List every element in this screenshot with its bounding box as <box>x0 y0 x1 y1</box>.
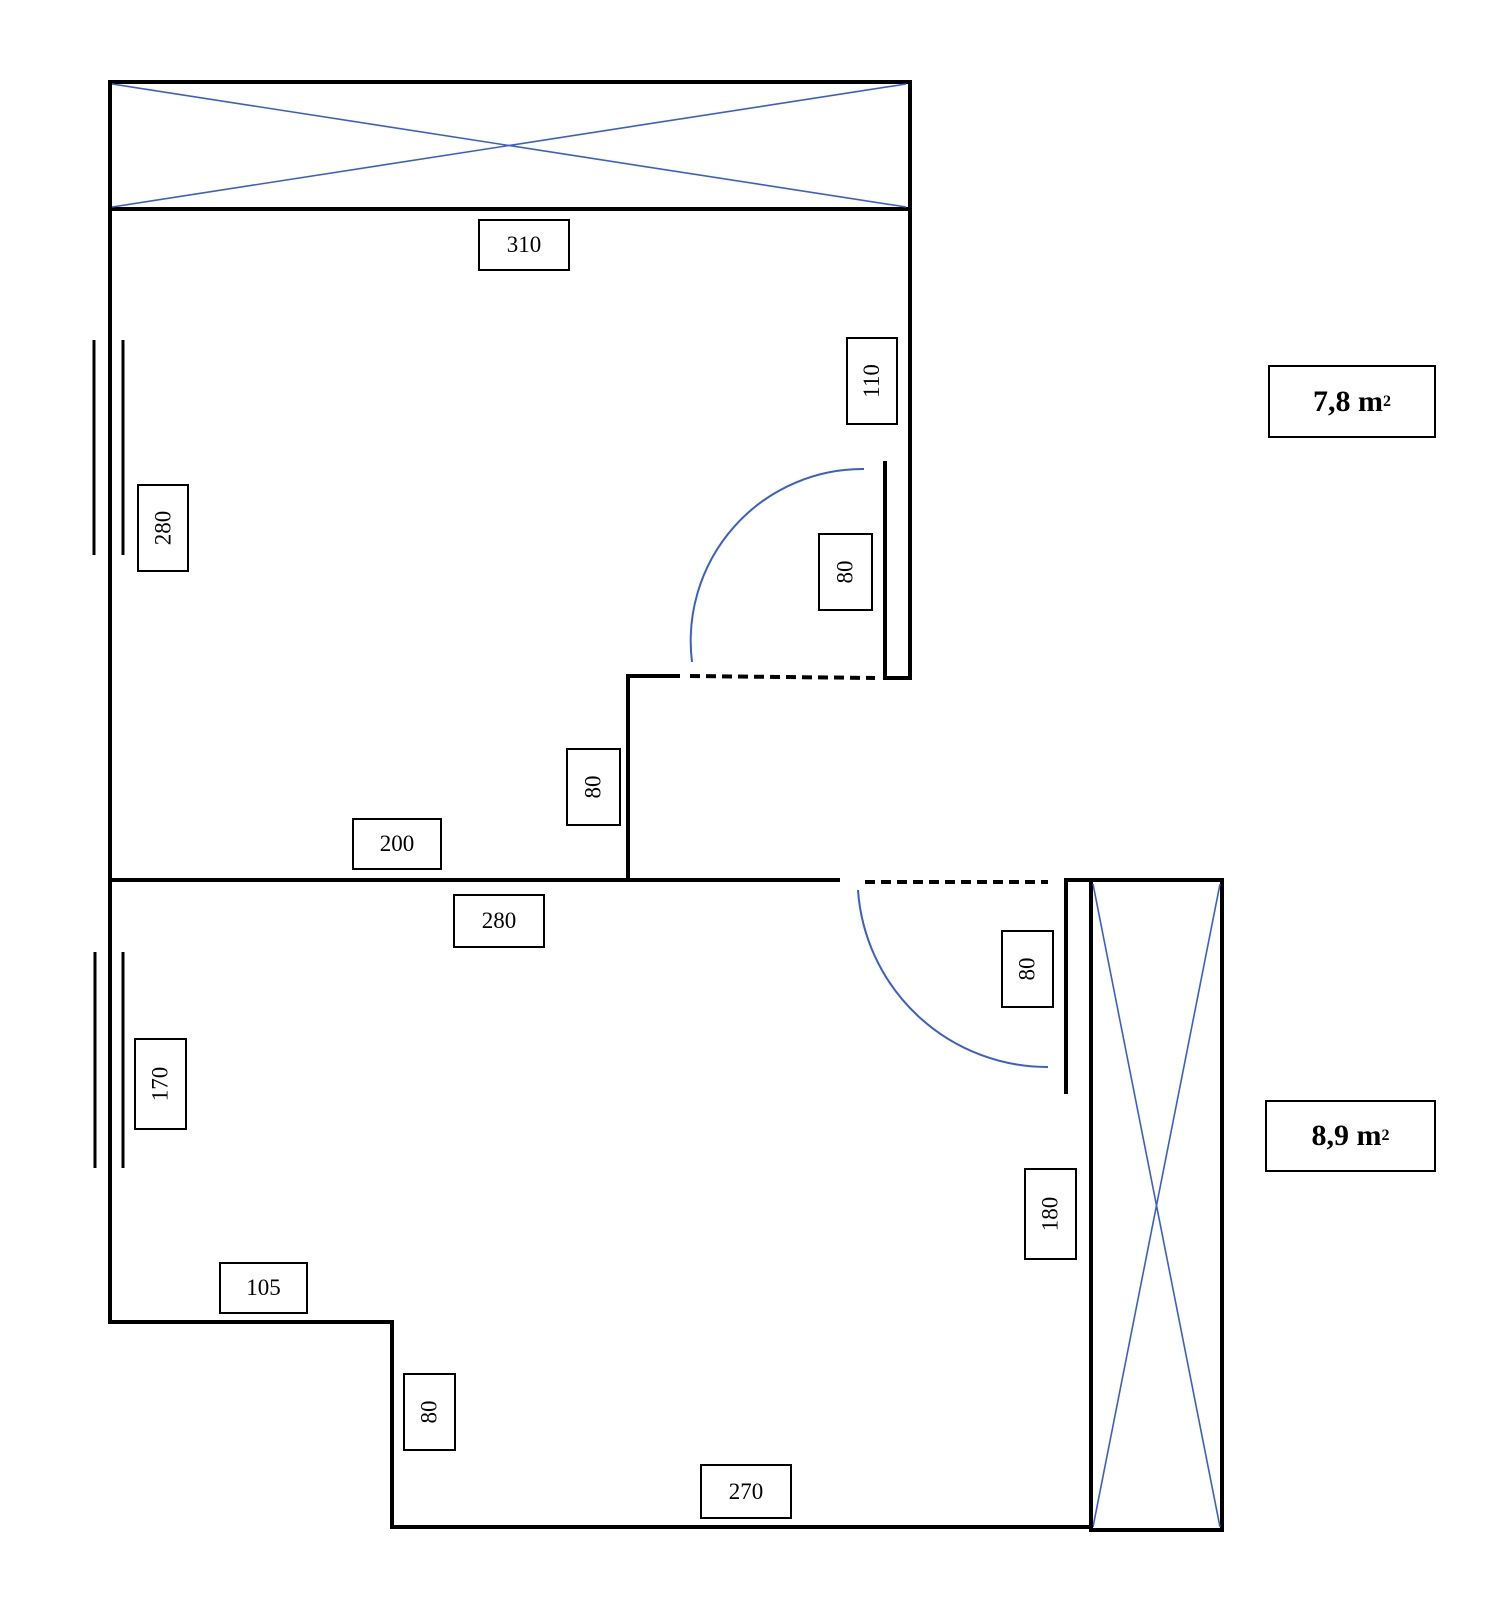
dim-door-lower: 80 <box>1001 930 1054 1008</box>
window-left-upper <box>92 340 125 555</box>
dim-right-upper: 110 <box>846 337 898 425</box>
dim-right-lower: 180 <box>1024 1168 1077 1260</box>
dim-step-lower: 80 <box>403 1373 456 1451</box>
dim-left-upper: 280 <box>137 484 189 572</box>
area-lower-sup: 2 <box>1381 1127 1390 1144</box>
area-upper-sup: 2 <box>1383 392 1391 410</box>
dim-top-width: 310 <box>478 219 570 271</box>
upper-room-walls <box>108 207 912 882</box>
area-lower-value: 8,9 m <box>1311 1119 1382 1152</box>
door-lower <box>857 878 1068 1094</box>
area-upper-value: 7,8 m <box>1313 384 1383 418</box>
door-upper <box>689 467 876 680</box>
dim-step-upper: 80 <box>566 748 621 826</box>
dim-door-upper: 80 <box>818 533 873 611</box>
lower-room-walls <box>108 878 1093 1529</box>
dim-left-lower: 170 <box>134 1038 187 1130</box>
balcony-right <box>1064 878 1224 1532</box>
dim-bottom-left: 105 <box>219 1262 308 1314</box>
dim-mid-lower: 280 <box>453 894 545 948</box>
dim-bottom-width: 270 <box>700 1464 792 1519</box>
dim-mid-left: 200 <box>352 818 442 870</box>
window-left-lower <box>93 952 125 1168</box>
balcony-top <box>108 80 912 211</box>
